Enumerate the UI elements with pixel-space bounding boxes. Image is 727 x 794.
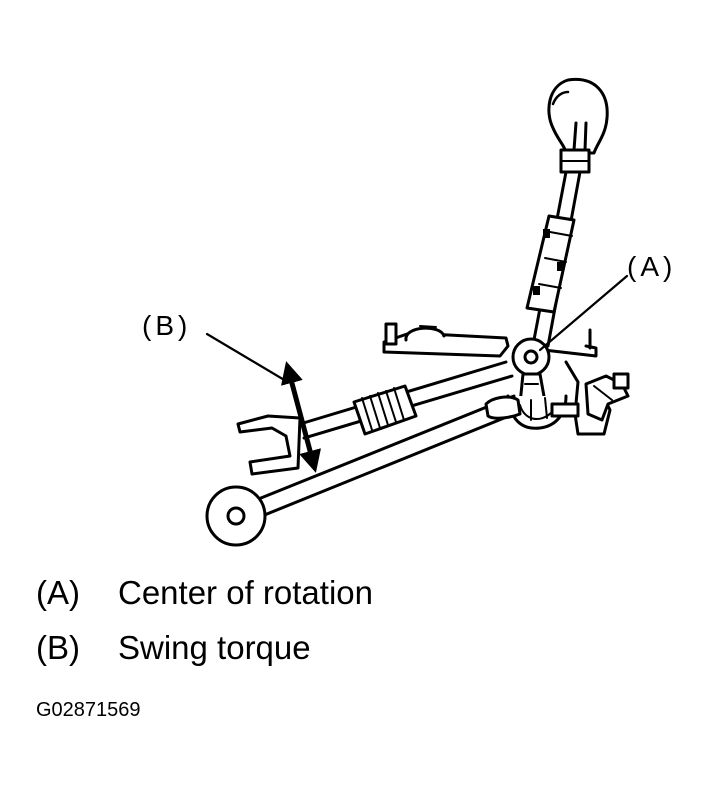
pivot-joint bbox=[511, 337, 551, 406]
extension-rod bbox=[298, 360, 514, 440]
legend-text: Swing torque bbox=[118, 629, 311, 666]
fork-end bbox=[236, 414, 302, 476]
leader-line-b bbox=[205, 332, 288, 383]
callout-label-a: (A) bbox=[627, 251, 676, 282]
legend-key: (B) bbox=[36, 629, 80, 666]
legend-key: (A) bbox=[36, 574, 80, 611]
mount-bracket bbox=[584, 372, 630, 422]
legend-item: (B) Swing torque bbox=[36, 629, 696, 684]
callout-label-b: (B) bbox=[142, 310, 191, 341]
figure-id: G02871569 bbox=[36, 699, 141, 721]
shift-knob bbox=[547, 77, 609, 155]
swing-torque-arrow bbox=[281, 361, 321, 473]
shift-lever-rod bbox=[525, 148, 591, 348]
leader-line-a bbox=[538, 274, 629, 352]
shift-lever-diagram: (A) (B) bbox=[142, 77, 676, 547]
stay-rod bbox=[205, 394, 522, 547]
legend: (A) Center of rotation (B) Swing torque bbox=[36, 574, 696, 684]
legend-item: (A) Center of rotation bbox=[36, 574, 696, 629]
legend-text: Center of rotation bbox=[118, 574, 373, 611]
